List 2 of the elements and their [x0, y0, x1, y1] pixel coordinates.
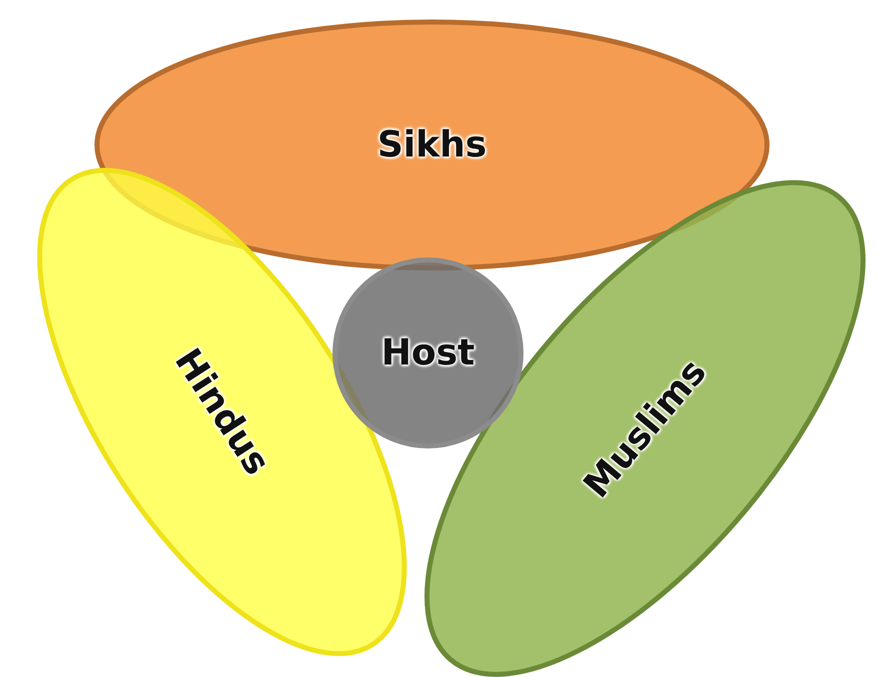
- group-label: Host: [381, 332, 475, 374]
- group-label: Sikhs: [377, 124, 487, 166]
